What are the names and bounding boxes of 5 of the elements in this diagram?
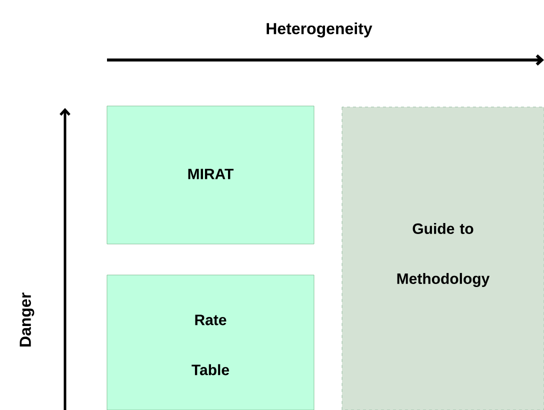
- axis-label: Danger: [20, 292, 34, 346]
- box: Rate Table: [106, 274, 314, 410]
- axis-label: Heterogeneity: [266, 22, 372, 38]
- box: Guide to Methodology: [342, 106, 544, 410]
- box: MIRAT: [106, 106, 314, 244]
